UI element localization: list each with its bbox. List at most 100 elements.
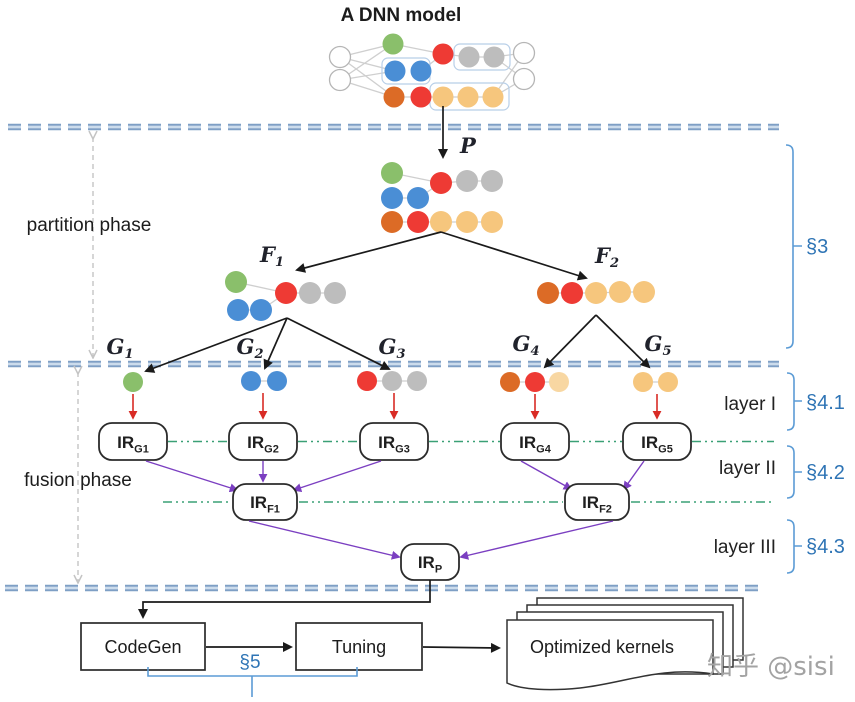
op-node-green bbox=[382, 33, 404, 55]
op-node-gray bbox=[382, 371, 402, 391]
op-node-blue bbox=[241, 371, 261, 391]
partitioned-graph bbox=[381, 162, 503, 233]
ir-p-box-group: IRP bbox=[400, 543, 460, 581]
op-node-gray bbox=[458, 46, 480, 68]
op-node-gray bbox=[407, 371, 427, 391]
f1-label: F1 bbox=[259, 242, 284, 270]
op-node-yellow bbox=[432, 86, 454, 108]
fanout-arrows bbox=[144, 314, 651, 373]
op-node-red bbox=[357, 371, 377, 391]
layer1-annotation: layer I §4.1 bbox=[724, 372, 845, 431]
section-5-label: §5 bbox=[239, 652, 260, 673]
g3-cluster bbox=[357, 371, 427, 391]
ir-f1-text: IRF1 bbox=[250, 493, 280, 516]
ir-f2-text: IRF2 bbox=[582, 493, 612, 516]
f2-subgraph bbox=[537, 281, 655, 304]
partition-phase-annotation: partition phase bbox=[27, 137, 152, 356]
op-node-yellow bbox=[457, 86, 479, 108]
partition-phase-label: partition phase bbox=[27, 215, 152, 236]
tuning-box-group: Tuning bbox=[295, 622, 423, 671]
tuning-to-kernels-arrow bbox=[422, 642, 501, 653]
ir-f1-box bbox=[232, 483, 298, 521]
op-node-orange bbox=[381, 211, 403, 233]
op-node-gray bbox=[456, 170, 478, 192]
op-node-red bbox=[561, 282, 583, 304]
op-node-yellow bbox=[633, 372, 653, 392]
ir-g3-box bbox=[359, 422, 429, 461]
dnn-model-nodes bbox=[328, 33, 536, 108]
output-node bbox=[512, 41, 536, 65]
layer2-label: layer II bbox=[719, 458, 776, 479]
op-node-yellow bbox=[585, 282, 607, 304]
op-node-blue bbox=[227, 299, 249, 321]
op-node-gray bbox=[483, 46, 505, 68]
section-3-bracket bbox=[785, 144, 802, 349]
op-node-yellow bbox=[549, 372, 569, 392]
f2-label: F2 bbox=[594, 243, 619, 271]
ir-g2-box bbox=[228, 422, 298, 461]
ir-g-boxes: IRG1 IRG2 IRG3 IRG4 IRG5 bbox=[98, 422, 692, 461]
op-node-yellow bbox=[430, 211, 452, 233]
codegen-box bbox=[80, 622, 206, 671]
separator-top bbox=[8, 123, 779, 131]
op-node-gray bbox=[299, 282, 321, 304]
tuning-label: Tuning bbox=[332, 637, 386, 657]
input-node bbox=[328, 45, 352, 69]
optimized-kernels-document: Optimized kernels bbox=[506, 597, 744, 691]
f1-subgraph bbox=[225, 271, 346, 321]
ir-g5-box bbox=[622, 422, 692, 461]
op-node-orange bbox=[383, 86, 405, 108]
g3-label: G3 bbox=[379, 334, 406, 362]
ir-f2-box bbox=[564, 483, 630, 521]
op-node-green bbox=[123, 372, 143, 392]
section-3-annotation: §3 bbox=[785, 144, 828, 349]
ir-g3-text: IRG3 bbox=[378, 433, 410, 456]
figure-title: A DNN model bbox=[341, 5, 462, 26]
ir-f-boxes: IRF1 IRF2 bbox=[232, 483, 630, 521]
op-node-yellow bbox=[482, 86, 504, 108]
fusion-arrows-level2 bbox=[248, 520, 614, 560]
section-5-annotation: §5 bbox=[147, 652, 358, 697]
layer2-annotation: layer II §4.2 bbox=[719, 445, 845, 499]
op-node-yellow bbox=[633, 281, 655, 303]
layer3-annotation: layer III §4.3 bbox=[714, 519, 845, 574]
separator-middle bbox=[8, 360, 779, 368]
op-node-red bbox=[410, 86, 432, 108]
ir-g1-box bbox=[98, 422, 168, 461]
g1-label: G1 bbox=[107, 334, 134, 362]
op-node-yellow bbox=[456, 211, 478, 233]
op-node-gray bbox=[324, 282, 346, 304]
op-node-green bbox=[225, 271, 247, 293]
op-node-yellow bbox=[658, 372, 678, 392]
op-node-blue bbox=[407, 187, 429, 209]
op-node-red bbox=[432, 43, 454, 65]
section-43-label: §4.3 bbox=[806, 536, 845, 558]
codegen-box-group: CodeGen bbox=[80, 622, 206, 671]
partition-outline-gray bbox=[453, 43, 511, 71]
irp-to-codegen-connector bbox=[138, 580, 431, 619]
op-node-yellow bbox=[609, 281, 631, 303]
g4-label: G4 bbox=[513, 331, 540, 359]
section-5-bracket bbox=[147, 667, 358, 697]
layer3-label: layer III bbox=[714, 537, 776, 558]
watermark: 知乎 @sisi bbox=[707, 652, 835, 682]
op-node-blue bbox=[381, 187, 403, 209]
g5-cluster bbox=[633, 372, 678, 392]
optimized-kernels-label: Optimized kernels bbox=[530, 637, 674, 657]
op-node-orange bbox=[537, 282, 559, 304]
partition-op-label: P bbox=[459, 133, 477, 158]
ir-g4-text: IRG4 bbox=[519, 433, 552, 456]
ir-g5-text: IRG5 bbox=[641, 433, 673, 456]
g1-cluster bbox=[123, 372, 143, 392]
dnn-model-graphic bbox=[328, 33, 536, 111]
separator-bottom bbox=[5, 584, 760, 592]
fusion-phase-label: fusion phase bbox=[24, 470, 132, 491]
output-node bbox=[512, 67, 536, 91]
fusion-arrows-level1 bbox=[145, 460, 645, 493]
g2-cluster bbox=[241, 371, 287, 391]
op-node-orange bbox=[500, 372, 520, 392]
g5-label: G5 bbox=[645, 331, 672, 359]
layer1-label: layer I bbox=[724, 394, 776, 415]
